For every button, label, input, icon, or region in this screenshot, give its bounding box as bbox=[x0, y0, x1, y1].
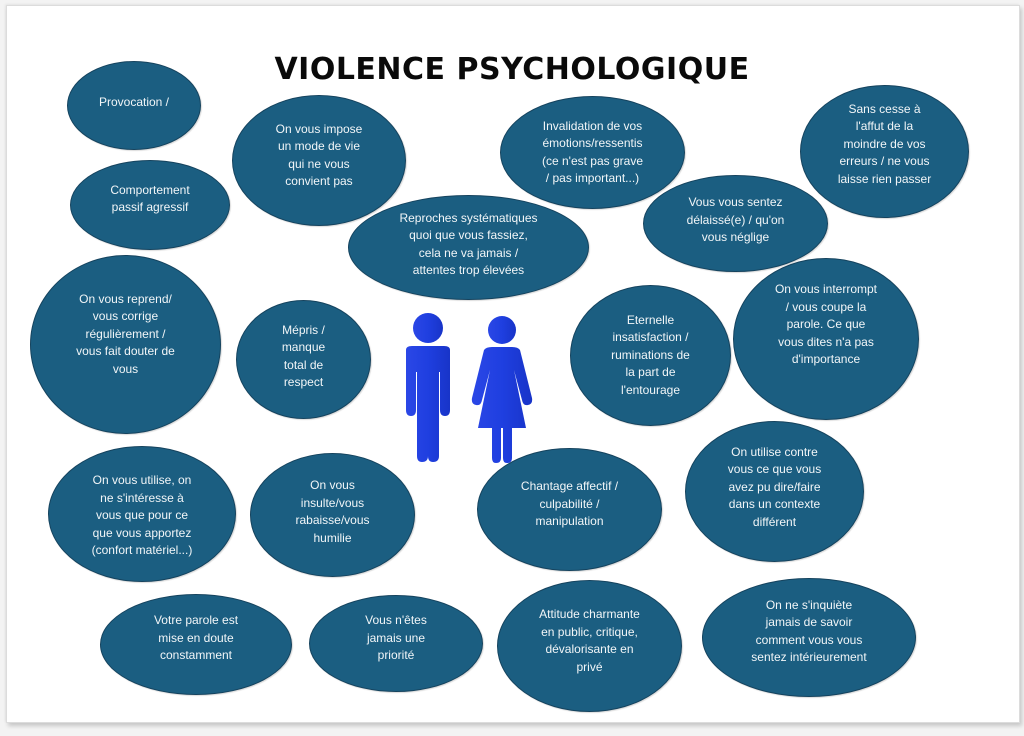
woman-figure-icon bbox=[471, 316, 533, 463]
bubble-affut-erreurs: Sans cesse à l'affut de la moindre de vo… bbox=[800, 85, 969, 218]
bubble-text: Comportement passif agressif bbox=[110, 182, 190, 215]
bubble-passif-agressif: Comportement passif agressif bbox=[70, 160, 230, 250]
bubble-text: On vous insulte/vous rabaisse/vous humil… bbox=[295, 478, 370, 545]
bubble-text: Sans cesse à l'affut de la moindre de vo… bbox=[837, 101, 932, 186]
bubble-reproches-systematiques: Reproches systématiques quoi que vous fa… bbox=[348, 195, 589, 300]
bubble-text: On vous impose un mode de vie qui ne vou… bbox=[275, 121, 363, 189]
bubble-text: On ne s'inquiète jamais de savoir commen… bbox=[751, 597, 867, 665]
poster-title: VIOLENCE PSYCHOLOGIQUE bbox=[274, 52, 750, 87]
bubble-text: On vous reprend/ vous corrige régulièrem… bbox=[76, 291, 175, 376]
bubble-provocation: Provocation / bbox=[67, 61, 201, 150]
bubble-jamais-priorite: Vous n'êtes jamais une priorité bbox=[309, 595, 483, 692]
bubble-text: Invalidation de vos émotions/ressentis (… bbox=[541, 118, 643, 186]
bubble-text: Vous n'êtes jamais une priorité bbox=[365, 613, 427, 663]
bubble-text: On vous interrompt / vous coupe la parol… bbox=[774, 282, 878, 367]
bubble-parole-mise-en-doute: Votre parole est mise en doute constamme… bbox=[100, 594, 292, 695]
bubble-text: Eternelle insatisfaction / ruminations d… bbox=[611, 312, 690, 397]
bubble-text: On utilise contre vous ce que vous avez … bbox=[727, 444, 822, 529]
bubble-eternelle-insatisfaction: Eternelle insatisfaction / ruminations d… bbox=[570, 285, 731, 426]
bubble-attitude-charmante: Attitude charmante en public, critique, … bbox=[497, 580, 682, 712]
bubble-mode-de-vie-impose: On vous impose un mode de vie qui ne vou… bbox=[232, 95, 406, 226]
bubble-text: On vous utilise, on ne s'intéresse à vou… bbox=[91, 473, 193, 558]
bubble-delaisse-neglige: Vous vous sentez délaissé(e) / qu'on vou… bbox=[643, 175, 828, 272]
bubble-text: Attitude charmante en public, critique, … bbox=[539, 607, 640, 674]
bubble-mepris: Mépris / manque total de respect bbox=[236, 300, 371, 419]
bubble-text: Votre parole est mise en doute constamme… bbox=[153, 613, 239, 663]
bubble-chantage-affectif: Chantage affectif / culpabilité / manipu… bbox=[477, 448, 662, 571]
man-figure-icon bbox=[406, 313, 450, 462]
bubble-text: Reproches systématiques quoi que vous fa… bbox=[399, 210, 538, 278]
bubble-text: Mépris / manque total de respect bbox=[281, 322, 326, 390]
bubble-interrompt: On vous interrompt / vous coupe la parol… bbox=[733, 258, 919, 420]
bubble-reprend-corrige: On vous reprend/ vous corrige régulièrem… bbox=[30, 255, 221, 434]
bubble-text: Provocation / bbox=[98, 95, 170, 109]
bubble-utilise-contre-vous: On utilise contre vous ce que vous avez … bbox=[685, 421, 864, 562]
bubble-text: Chantage affectif / culpabilité / manipu… bbox=[520, 479, 619, 529]
bubble-invalidation-emotions: Invalidation de vos émotions/ressentis (… bbox=[500, 96, 685, 209]
bubble-ne-s-inquiete-jamais: On ne s'inquiète jamais de savoir commen… bbox=[702, 578, 916, 697]
bubble-utilise: On vous utilise, on ne s'intéresse à vou… bbox=[48, 446, 236, 582]
man-and-woman-figures-icon bbox=[392, 310, 542, 465]
bubble-insulte-rabaisse: On vous insulte/vous rabaisse/vous humil… bbox=[250, 453, 415, 577]
bubble-text: Vous vous sentez délaissé(e) / qu'on vou… bbox=[686, 195, 785, 245]
